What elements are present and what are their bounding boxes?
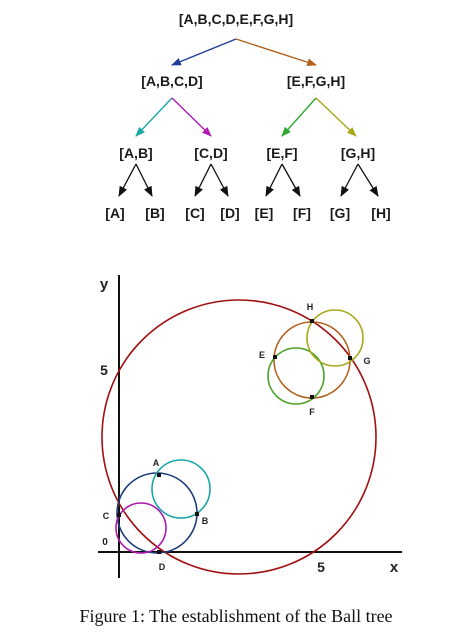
tree-node-abcd: [A,B,C,D]	[141, 73, 202, 89]
edge-ab-to-b	[135, 163, 153, 197]
edge-gh-to-h	[357, 163, 379, 197]
point-label-d: D	[159, 562, 166, 572]
ball-ef	[267, 347, 325, 405]
edge-ef-to-e	[265, 163, 283, 197]
point-e	[273, 355, 277, 359]
tree-node-cd: [C,D]	[194, 145, 227, 161]
edge-ab-to-a	[118, 163, 137, 197]
y-tick-5: 5	[100, 362, 108, 378]
edge-efgh-to-gh	[315, 97, 357, 137]
ball-cd	[115, 502, 167, 554]
tree-leaf-e: [E]	[255, 205, 274, 221]
tree-leaf-c: [C]	[185, 205, 204, 221]
ball-gh	[306, 309, 364, 367]
figure-caption: Figure 1: The establishment of the Ball …	[79, 606, 393, 626]
x-tick-5: 5	[317, 559, 325, 575]
tree-node-ef: [E,F]	[266, 145, 297, 161]
point-g	[348, 356, 352, 360]
point-c	[117, 513, 121, 517]
point-label-a: A	[153, 458, 160, 468]
tree-node-ab: [A,B]	[119, 145, 152, 161]
point-label-c: C	[103, 511, 110, 521]
point-d	[157, 550, 161, 554]
tree-node-gh: [G,H]	[341, 145, 375, 161]
ball-efgh	[273, 321, 351, 399]
tree-leaf-b: [B]	[145, 205, 164, 221]
point-label-e: E	[259, 350, 265, 360]
point-f	[310, 395, 314, 399]
tree-node-efgh: [E,F,G,H]	[287, 73, 345, 89]
ball-abcd	[116, 472, 198, 554]
edge-cd-to-c	[194, 163, 212, 197]
ball-ab	[151, 459, 211, 519]
edge-root-to-efgh	[235, 38, 317, 67]
tree-leaf-g: [G]	[330, 205, 350, 221]
point-h	[310, 319, 314, 323]
point-b	[195, 512, 199, 516]
edge-cd-to-d	[210, 163, 229, 197]
point-a	[157, 473, 161, 477]
ball-root	[101, 299, 377, 575]
origin-label: 0	[102, 537, 108, 548]
tree-root-node: [A,B,C,D,E,F,G,H]	[179, 11, 293, 27]
edge-root-to-abcd	[171, 38, 237, 66]
tree-leaf-a: [A]	[105, 205, 124, 221]
point-label-h: H	[307, 302, 314, 312]
edge-efgh-to-ef	[281, 97, 317, 137]
point-label-f: F	[309, 407, 315, 417]
edge-abcd-to-cd	[171, 97, 212, 137]
point-label-g: G	[363, 356, 370, 366]
edge-gh-to-g	[340, 163, 359, 197]
x-axis-label: x	[390, 559, 399, 576]
edge-abcd-to-ab	[135, 97, 173, 137]
tree-leaf-f: [F]	[293, 205, 311, 221]
edge-ef-to-f	[281, 163, 301, 197]
tree-leaf-h: [H]	[371, 205, 390, 221]
point-label-b: B	[202, 516, 209, 526]
y-axis-label: y	[100, 276, 109, 293]
tree-leaf-d: [D]	[220, 205, 239, 221]
